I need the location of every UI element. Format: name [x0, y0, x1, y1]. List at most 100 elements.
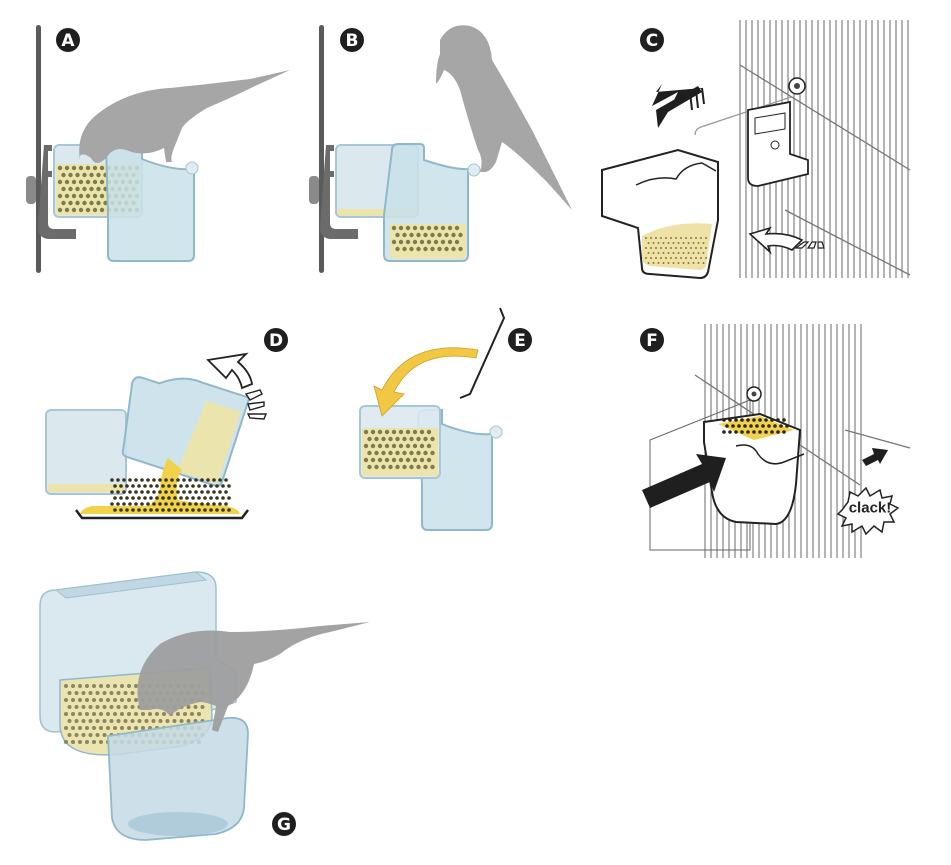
- seed-dot: [137, 719, 142, 723]
- seed-dot: [106, 684, 110, 688]
- seed-dots: [722, 418, 789, 434]
- seed-dot: [657, 262, 660, 264]
- seed-dot: [437, 246, 442, 252]
- mounting-bracket: [320, 145, 358, 239]
- panel-a: A: [0, 0, 310, 290]
- seed-dot: [367, 436, 372, 442]
- seed-dot: [682, 242, 685, 244]
- seed-dot: [215, 496, 219, 500]
- seed-dots: [391, 225, 463, 252]
- seed-dot: [110, 478, 114, 482]
- panel-d: D: [20, 310, 320, 530]
- seed-dot: [99, 712, 103, 716]
- seed-dot: [680, 237, 682, 239]
- seed-dot: [113, 684, 117, 688]
- front-container: [104, 140, 195, 262]
- seed-dot: [64, 740, 68, 744]
- seed-dot: [67, 691, 72, 695]
- seed-dot: [377, 457, 383, 463]
- seed-dot: [458, 232, 463, 238]
- seed-dot: [176, 490, 180, 494]
- seed-dot: [377, 443, 383, 449]
- seed-dot: [123, 691, 128, 695]
- seed-dot: [134, 684, 138, 688]
- seed-dot: [430, 246, 435, 252]
- seed-dot: [200, 705, 205, 709]
- seed-dot: [78, 165, 84, 171]
- seed-dot: [767, 424, 771, 428]
- seed-dot: [164, 478, 168, 482]
- seed-dot: [687, 252, 690, 254]
- seed-dot: [158, 490, 162, 494]
- seed-dot: [99, 193, 105, 199]
- seed-dot: [152, 478, 156, 482]
- seed-dot: [381, 436, 386, 442]
- panel-a-illustration: A: [26, 25, 291, 273]
- seed-dot: [122, 502, 126, 506]
- seed-dot: [89, 172, 94, 178]
- seed-dot: [185, 508, 189, 512]
- seed-dot: [140, 478, 144, 482]
- seed-dot: [758, 430, 762, 434]
- screw-center: [751, 391, 757, 397]
- seed-dot: [695, 247, 697, 249]
- clack-callout: clack!: [849, 500, 892, 517]
- seed-dot: [419, 443, 425, 449]
- seed-dot: [419, 429, 425, 435]
- seed-dot: [212, 478, 216, 482]
- seed-dot: [109, 719, 114, 723]
- seed-dot: [88, 691, 93, 695]
- seed-dot: [388, 436, 393, 442]
- panel-c-illustration: C: [601, 20, 911, 280]
- seed-dot: [68, 186, 73, 192]
- panel-c: C: [590, 0, 920, 290]
- seed-dot: [170, 490, 174, 494]
- seed-dot: [68, 200, 73, 206]
- seed-dot: [652, 242, 655, 244]
- seed-dot: [186, 719, 191, 723]
- seed-dot: [682, 252, 685, 254]
- seed-dot: [191, 496, 195, 500]
- seed-dot: [761, 424, 765, 428]
- seed-dot: [143, 496, 147, 500]
- seed-dot: [71, 165, 77, 171]
- seed-dot: [785, 424, 789, 428]
- seed-dot: [158, 478, 162, 482]
- seed-dot: [134, 490, 138, 494]
- seed-dot: [690, 247, 692, 249]
- seed-dot: [665, 237, 667, 239]
- seed-dot: [734, 418, 738, 422]
- seed-dot: [78, 726, 82, 730]
- seed-dot: [458, 246, 463, 252]
- seed-dot: [119, 496, 123, 500]
- seed-dot: [134, 726, 138, 730]
- seed-dot: [402, 464, 407, 470]
- seed-dot: [193, 705, 198, 709]
- seed-dot: [92, 684, 96, 688]
- seed-dot: [113, 496, 117, 500]
- panel-e-illustration: E: [359, 307, 532, 531]
- seed-dot: [95, 705, 100, 709]
- seed-dot: [85, 193, 91, 199]
- seed-dot: [182, 502, 186, 506]
- seed-dot: [197, 712, 201, 716]
- seed-dot: [88, 733, 93, 737]
- seed-dot: [179, 508, 183, 512]
- seed-dot: [209, 508, 213, 512]
- seed-dot: [81, 733, 86, 737]
- seed-dot: [405, 443, 411, 449]
- seed-dot: [185, 484, 189, 488]
- seed-dot: [120, 698, 124, 702]
- seed-dot: [78, 712, 82, 716]
- seed-dot: [695, 257, 697, 259]
- seed-dot: [690, 237, 692, 239]
- seed-dot: [405, 429, 411, 435]
- seed-dot: [212, 502, 216, 506]
- cage-crossbar: [844, 429, 911, 449]
- seed-dot: [64, 712, 68, 716]
- seed-dot: [409, 450, 414, 456]
- seed-dot: [134, 502, 138, 506]
- seed-dot: [85, 207, 91, 213]
- seed-dot: [746, 418, 750, 422]
- seed-dot: [92, 165, 98, 171]
